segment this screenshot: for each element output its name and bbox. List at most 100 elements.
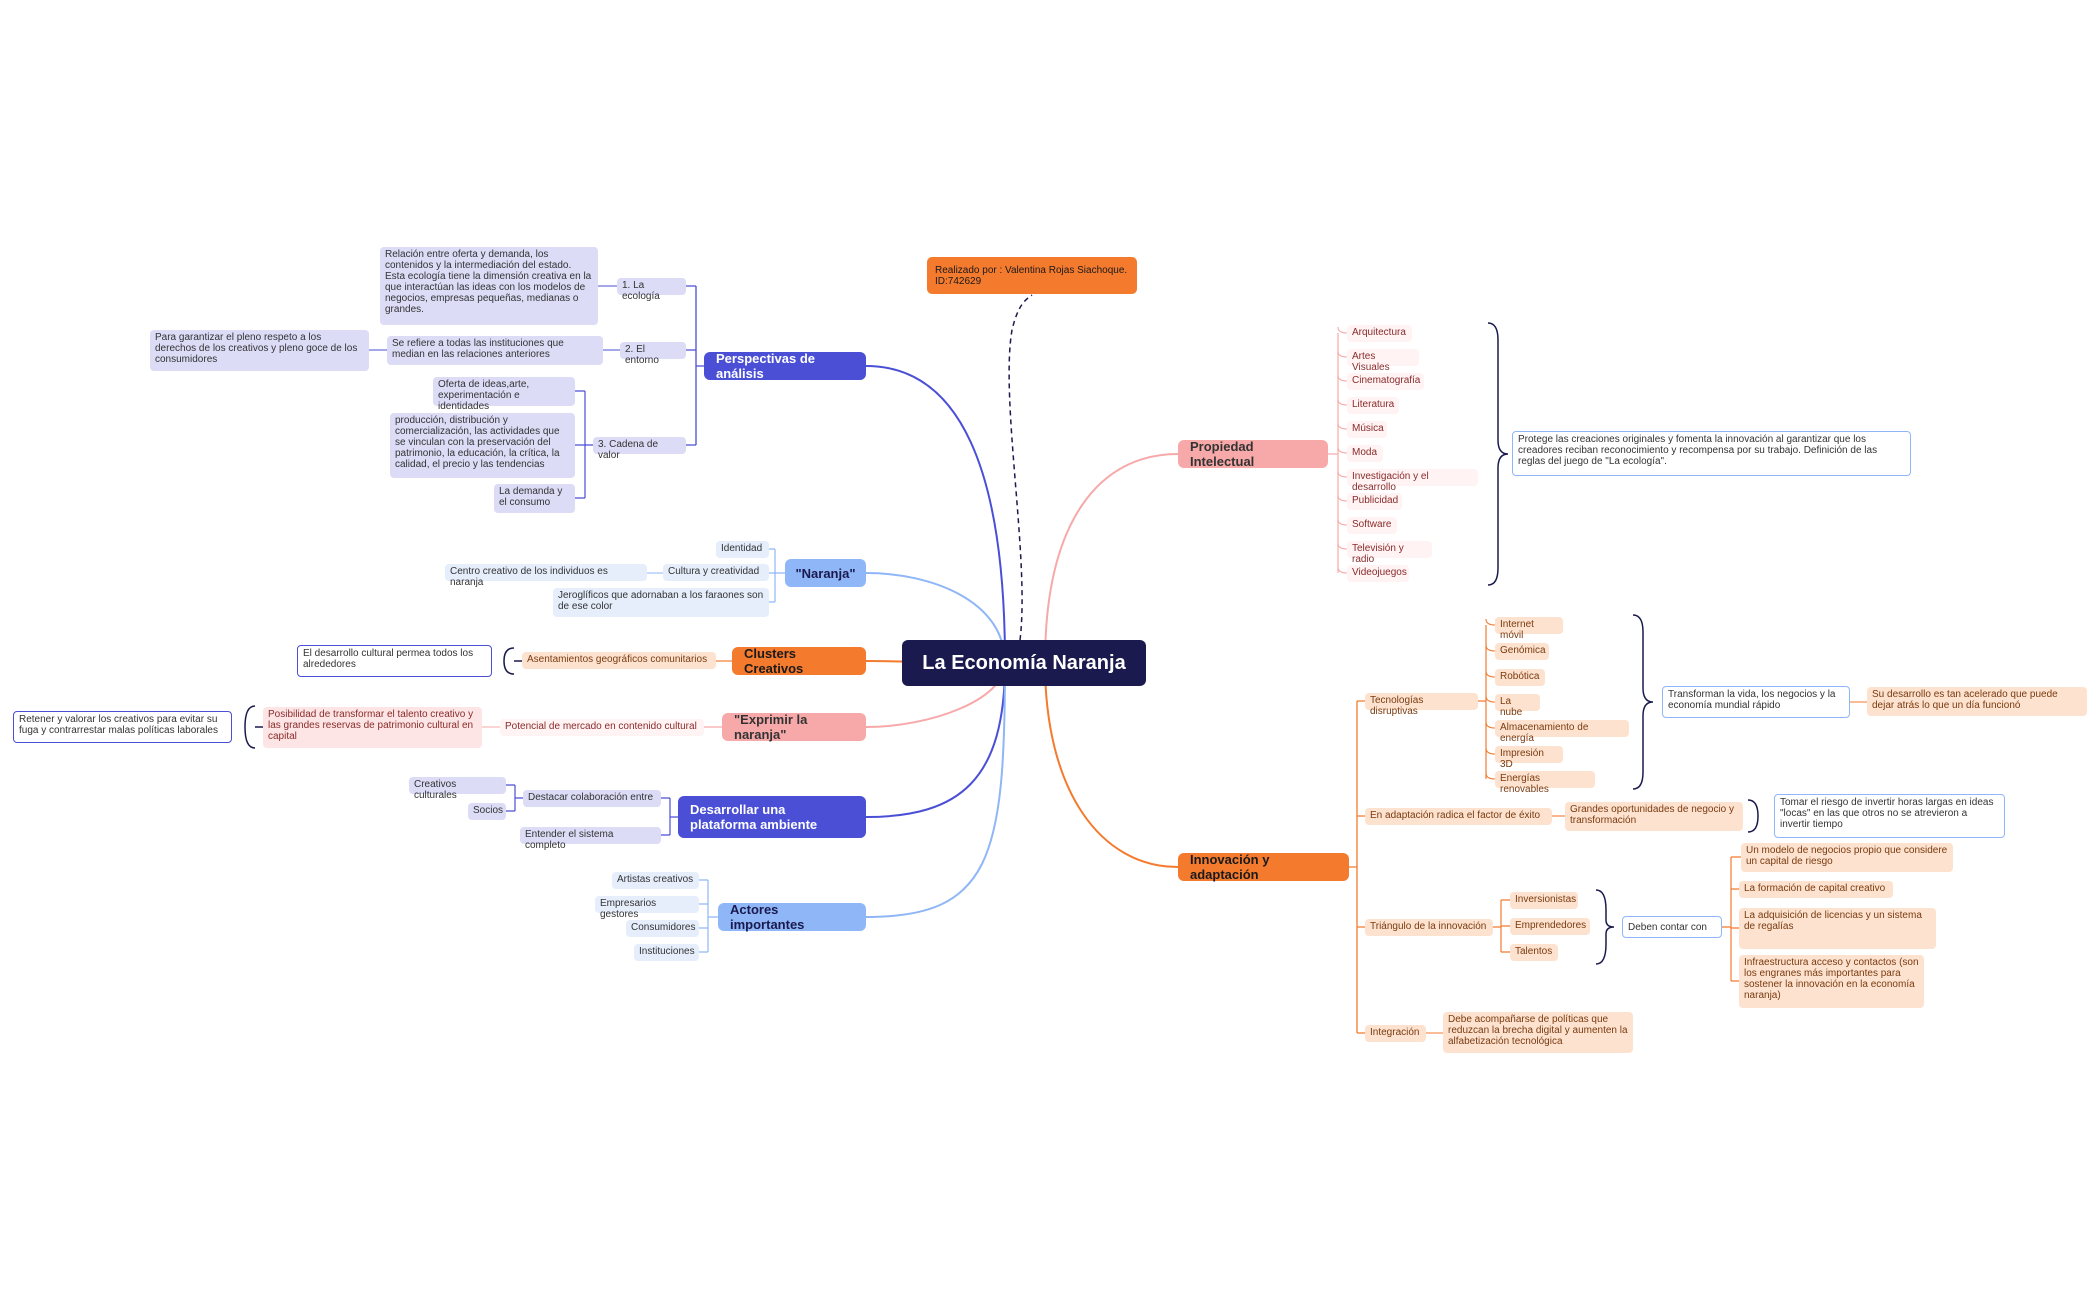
node-jeroglificos[interactable]: Jeroglíficos que adornaban a los faraone… <box>553 588 769 617</box>
node-integracion[interactable]: Integración <box>1365 1025 1426 1042</box>
node-talentos[interactable]: Talentos <box>1510 944 1558 961</box>
credit-note[interactable]: Realizado por : Valentina Rojas Siachoqu… <box>927 257 1137 294</box>
node-formacion[interactable]: La formación de capital creativo <box>1739 881 1893 898</box>
node-arquitectura[interactable]: Arquitectura <box>1347 325 1412 342</box>
node-posibilidad[interactable]: Posibilidad de transformar el talento cr… <box>263 707 482 748</box>
node-internet-movil[interactable]: Internet móvil <box>1495 617 1563 641</box>
node-grandes[interactable]: Grandes oportunidades de negocio y trans… <box>1565 802 1743 831</box>
link-naranja-children <box>769 548 785 603</box>
node-su-desarrollo[interactable]: Su desarrollo es tan acelerado que puede… <box>1867 687 2087 716</box>
link-propiedad-item-7 <box>1337 494 1348 502</box>
link-plataforma <box>865 662 1006 818</box>
node-cadena-oferta[interactable]: Oferta de ideas,arte, experimentación e … <box>433 377 575 412</box>
link-perspectivas-children <box>686 285 704 446</box>
link-propiedad-item-9 <box>1337 542 1348 550</box>
link-perspectivas <box>865 365 1006 664</box>
node-modelo-negocios[interactable]: Un modelo de negocios propio que conside… <box>1741 843 1953 872</box>
node-propiedad-desc[interactable]: Protege las creaciones originales y fome… <box>1512 431 1911 476</box>
node-software[interactable]: Software <box>1347 517 1397 534</box>
link-credit <box>1008 294 1033 641</box>
node-literatura[interactable]: Literatura <box>1347 397 1399 414</box>
node-energias[interactable]: Energías renovables <box>1495 771 1595 795</box>
node-entorno-desc[interactable]: Se refiere a todas las instituciones que… <box>387 336 603 365</box>
link-deben-children <box>1722 856 1741 982</box>
link-propiedad-item-6 <box>1337 470 1348 478</box>
node-inversionistas[interactable]: Inversionistas <box>1510 892 1578 909</box>
node-tecnologias[interactable]: Tecnologías disruptivas <box>1365 693 1478 717</box>
node-potencial[interactable]: Potencial de mercado en contenido cultur… <box>500 719 704 736</box>
node-robotica[interactable]: Robótica <box>1495 669 1545 686</box>
link-innovacion-children <box>1349 700 1365 1034</box>
link-brace-clusters <box>503 647 522 675</box>
node-centro[interactable]: Centro creativo de los individuos es nar… <box>445 564 647 588</box>
node-cultura[interactable]: Cultura y creatividad <box>663 564 769 581</box>
node-ecologia-desc[interactable]: Relación entre oferta y demanda, los con… <box>380 247 598 325</box>
root-topic[interactable]: La Economía Naranja <box>902 640 1146 686</box>
topic-naranja[interactable]: "Naranja" <box>785 559 866 587</box>
node-triangulo[interactable]: Triángulo de la innovación <box>1365 919 1493 936</box>
link-tec-item-4 <box>1485 721 1496 729</box>
node-television[interactable]: Televisión y radio <box>1347 541 1432 565</box>
link-brace-grandes <box>1747 799 1759 833</box>
link-propiedad-item-0 <box>1337 326 1348 334</box>
node-retener[interactable]: Retener y valorar los creativos para evi… <box>13 711 232 743</box>
node-cinematografia[interactable]: Cinematografía <box>1347 373 1424 390</box>
node-moda[interactable]: Moda <box>1347 445 1383 462</box>
link-brace-tecnologias <box>1632 614 1654 790</box>
node-cadena[interactable]: 3. Cadena de valor <box>593 437 686 461</box>
node-infraestructura[interactable]: Infraestructura acceso y contactos (son … <box>1739 955 1924 1008</box>
node-entender[interactable]: Entender el sistema completo <box>520 827 661 851</box>
topic-innovacion[interactable]: Innovación y adaptación <box>1178 852 1349 882</box>
node-identidad[interactable]: Identidad <box>716 541 769 558</box>
node-empresarios[interactable]: Empresarios gestores <box>595 896 699 920</box>
link-propiedad-item-2 <box>1337 374 1348 382</box>
node-videojuegos[interactable]: Videojuegos <box>1347 565 1409 582</box>
link-brace-exprimir <box>244 705 263 749</box>
link-propiedad-item-3 <box>1337 398 1348 406</box>
node-entorno[interactable]: 2. El entorno <box>620 342 686 366</box>
link-tec-item-6 <box>1485 772 1496 780</box>
node-desarrollo-cultural[interactable]: El desarrollo cultural permea todos los … <box>297 645 492 677</box>
topic-exprimir[interactable]: "Exprimir la naranja" <box>722 712 866 742</box>
node-entorno-extra[interactable]: Para garantizar el pleno respeto a los d… <box>150 330 369 371</box>
node-la-nube[interactable]: La nube <box>1495 694 1540 718</box>
node-genomica[interactable]: Genómica <box>1495 643 1549 660</box>
node-tomar-riesgo[interactable]: Tomar el riesgo de invertir horas largas… <box>1774 794 2005 838</box>
node-publicidad[interactable]: Publicidad <box>1347 493 1402 510</box>
link-tecnologias-trunk <box>1478 625 1487 779</box>
node-consumidores[interactable]: Consumidores <box>626 920 699 937</box>
link-plataforma-children <box>661 797 678 836</box>
link-tec-item-3 <box>1485 695 1496 703</box>
node-impresion-3d[interactable]: Impresión 3D <box>1495 746 1563 770</box>
node-artes-visuales[interactable]: Artes Visuales <box>1347 349 1419 373</box>
topic-perspectivas[interactable]: Perspectivas de análisis <box>704 351 866 381</box>
node-transforman[interactable]: Transforman la vida, los negocios y la e… <box>1662 686 1850 718</box>
node-instituciones[interactable]: Instituciones <box>634 944 699 961</box>
node-emprendedores[interactable]: Emprendedores <box>1510 918 1590 935</box>
link-actores <box>865 662 1006 918</box>
topic-plataforma[interactable]: Desarrollar una plataforma ambiente <box>678 796 866 838</box>
node-investigacion[interactable]: Investigación y el desarrollo <box>1347 469 1478 493</box>
node-socios[interactable]: Socios <box>468 803 506 820</box>
node-deben-contar[interactable]: Deben contar con <box>1622 916 1722 938</box>
topic-clusters[interactable]: Clusters Creativos <box>732 646 866 676</box>
node-creativos-culturales[interactable]: Creativos culturales <box>409 777 506 801</box>
node-destacar[interactable]: Destacar colaboración entre <box>523 790 661 807</box>
node-artistas[interactable]: Artistas creativos <box>612 872 699 889</box>
link-tec-item-5 <box>1485 747 1496 755</box>
node-musica[interactable]: Música <box>1347 421 1387 438</box>
node-ecologia[interactable]: 1. La ecología <box>617 278 686 302</box>
topic-propiedad[interactable]: Propiedad Intelectual <box>1178 439 1328 469</box>
node-asentamientos[interactable]: Asentamientos geográficos comunitarios <box>522 652 716 669</box>
link-actores-children <box>699 879 718 953</box>
node-cadena-demanda[interactable]: La demanda y el consumo <box>494 484 575 513</box>
link-propiedad <box>1044 453 1179 664</box>
node-cadena-produccion[interactable]: producción, distribución y comercializac… <box>390 413 575 478</box>
node-integracion-desc[interactable]: Debe acompañarse de políticas que reduzc… <box>1443 1012 1633 1053</box>
node-almacenamiento[interactable]: Almacenamiento de energía <box>1495 720 1629 744</box>
node-licencias[interactable]: La adquisición de licencias y un sistema… <box>1739 908 1936 949</box>
topic-actores[interactable]: Actores importantes <box>718 902 866 932</box>
node-adaptacion[interactable]: En adaptación radica el factor de éxito <box>1365 808 1552 825</box>
